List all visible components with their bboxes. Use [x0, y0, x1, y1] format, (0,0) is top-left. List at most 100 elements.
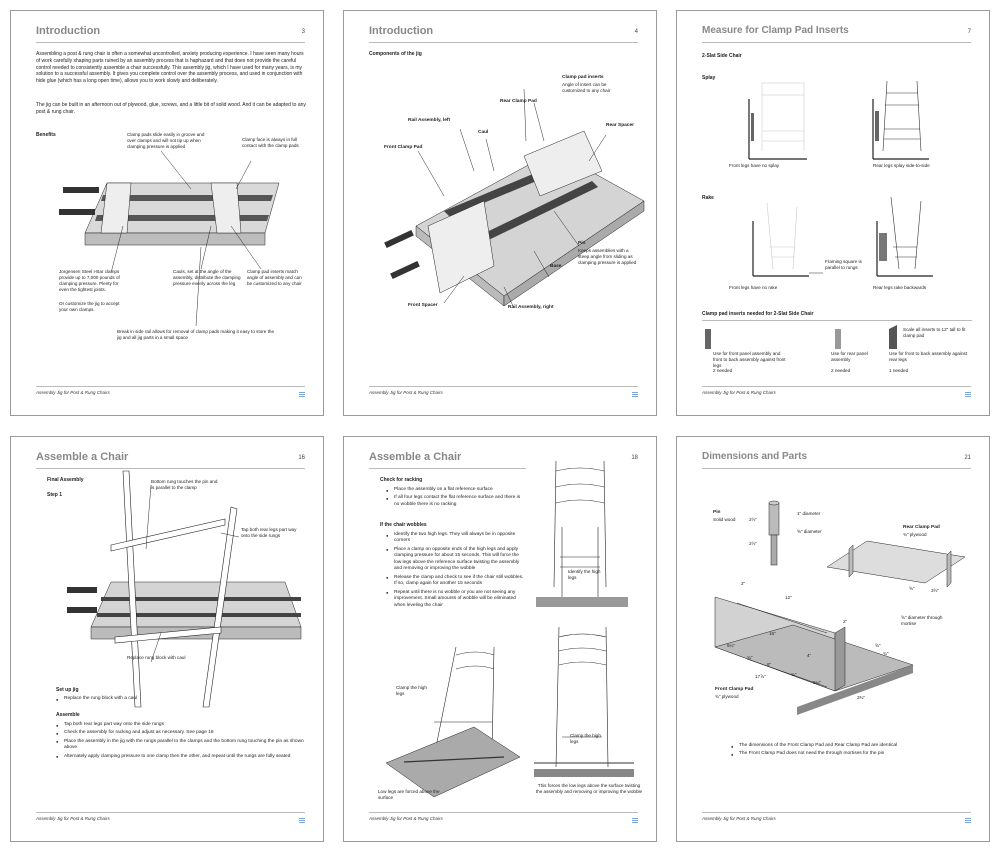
inserts-heading: Clamp pad inserts needed for 2-Slat Side… — [702, 311, 972, 321]
label-clamp-pad-inserts: Clamp pad inserts — [562, 75, 604, 80]
title-divider — [702, 42, 971, 43]
dim-34b: ¾" — [791, 672, 797, 677]
callout-clamps: Jorgensen Steel I-Bar clamps provide up … — [59, 269, 120, 292]
list-item: Alternately apply clamping pressure to o… — [56, 754, 306, 760]
label-pin-desc: Keeps assemblies with a steep angle from… — [578, 248, 637, 265]
wobble-list: Identify the two high legs. They will al… — [386, 532, 526, 611]
page-assemble-18: Assemble a Chair 18 Check for racking Pl… — [343, 436, 657, 842]
list-item: Tap both rear legs part way onto the sid… — [56, 722, 306, 728]
book-icon — [632, 817, 638, 823]
dim-mortise: ⅝" diameter through mortise — [901, 615, 943, 626]
dim-2a: 2" — [741, 581, 746, 586]
list-item: Replace the rung block with a caul — [56, 696, 306, 702]
callout-clamp-face: Clamp face is always in full contact wit… — [242, 137, 299, 148]
book-icon — [299, 817, 305, 823]
setup-heading: Set up jig — [56, 687, 79, 693]
page-title: Assemble a Chair — [36, 451, 129, 463]
dim-6: 6" — [767, 662, 772, 667]
jig-illustration — [59, 150, 280, 327]
dim-rear-b: 3½" — [931, 588, 940, 593]
book-icon — [965, 817, 971, 823]
label-clamp-pad-inserts-desc: Angle of insert can be customized to any… — [562, 82, 611, 93]
dim-pin-top: 1" diameter — [797, 511, 821, 516]
page-number: 7 — [967, 29, 971, 35]
final-assembly-illustration — [67, 470, 302, 708]
intro-paragraph-2: The jig can be built in an afternoon out… — [36, 102, 306, 115]
assemble-list: Tap both rear legs part way onto the sid… — [56, 722, 306, 762]
page-number: 16 — [298, 455, 305, 461]
label-rear-clamp-pad: Rear Clamp Pad — [903, 525, 940, 530]
list-item: Place the assembly in the jig with the r… — [56, 739, 306, 752]
page-introduction-4: Introduction 4 Components of the jig Cla… — [343, 10, 657, 416]
dim-pin-h2: 2½" — [749, 541, 758, 546]
callout-tap-rear-legs: Tap both rear legs part way onto the sid… — [241, 527, 297, 538]
rake-caption-right: Rear legs rake backwards — [873, 285, 927, 290]
label-pin: Pin — [713, 510, 721, 515]
dim-34a: ¾" — [747, 655, 753, 660]
title-divider — [369, 42, 638, 43]
list-item: Check the assembly for racking and adjus… — [56, 730, 306, 736]
page-assemble-16: Assemble a Chair 16 Final Assembly Step … — [10, 436, 324, 842]
jig-components-illustration — [384, 88, 645, 309]
benefits-heading: Benefits — [36, 132, 56, 138]
label-base: Base — [550, 264, 562, 269]
page-introduction-3: Introduction 3 Assembling a post & rung … — [10, 10, 324, 416]
page-footer: Assembly Jig for Post & Rung Chairs — [369, 812, 638, 823]
dim-514b: 5¼" — [813, 680, 822, 685]
list-item: The Front Clamp Pad does not need the th… — [731, 751, 971, 757]
splay-caption-right: Rear legs splay side-to-side — [873, 163, 930, 168]
label-rail-left: Rail Assembly, left — [408, 118, 451, 123]
dim-rear-a: ⅝" — [909, 586, 915, 591]
page-footer: Assembly Jig for Post & Rung Chairs — [369, 386, 638, 397]
list-item: Identify the two high legs. They will al… — [386, 532, 526, 545]
page-footer: Assembly Jig for Post & Rung Chairs — [702, 812, 971, 823]
splay-heading: Splay — [702, 75, 716, 81]
subhead-2-slat: 2-Slat Side Chair — [702, 53, 742, 59]
notes-list: The dimensions of the Front Clamp Pad an… — [731, 743, 971, 760]
page-number: 4 — [634, 29, 638, 35]
page-number: 21 — [964, 455, 971, 461]
dim-pin-h1: 2½" — [749, 517, 758, 522]
callout-customize: Or customize the jig to accept your own … — [59, 301, 120, 312]
label-rear-clamp-pad: Rear Clamp Pad — [500, 99, 537, 104]
insert3-count: 1 needed — [889, 368, 909, 373]
dim-58: ⅝" — [875, 643, 881, 648]
dim-4: 4" — [807, 653, 812, 658]
label-forces-low-legs: This forces the low legs above the surfa… — [535, 783, 643, 794]
page-title: Dimensions and Parts — [702, 451, 808, 462]
dim-334: 3¾" — [857, 695, 866, 700]
title-divider — [369, 468, 526, 469]
label-pin-material: Solid wood — [713, 517, 736, 522]
label-caul: Caul — [478, 130, 489, 135]
step-heading: Step 1 — [47, 492, 63, 498]
page-footer: Assembly Jig for Post & Rung Chairs — [36, 386, 305, 397]
page-title: Introduction — [36, 25, 101, 37]
callout-break: Break in side rail allows for removal of… — [117, 329, 275, 340]
dim-514a: 5¼" — [727, 643, 736, 648]
label-rear-spacer: Rear Spacer — [606, 123, 634, 128]
list-item: Repeat until there is no wobble or you a… — [386, 590, 526, 609]
label-front-clamp-pad: Front Clamp Pad — [384, 145, 423, 150]
dim-34c: ¾" — [883, 651, 889, 656]
racking-heading: Check for racking — [380, 477, 423, 483]
callout-cauls: Cauls, set at the angle of the assembly,… — [173, 269, 241, 286]
title-divider — [36, 42, 305, 43]
setup-list: Replace the rung block with a caul — [56, 696, 306, 704]
label-rail-right: Rail Assembly, right — [508, 305, 554, 310]
rake-caption-left: Front legs have no rake — [729, 285, 778, 290]
insert2-count: 2 needed — [831, 368, 851, 373]
page-number: 3 — [301, 29, 305, 35]
page-title: Introduction — [369, 25, 434, 37]
label-pin: Pin — [578, 241, 586, 246]
dimensions-illustration — [714, 500, 966, 715]
label-low-legs-forced: Low legs are forced above the surface — [378, 789, 440, 800]
label-rear-clamp-pad-material: ¾" plywood — [903, 532, 927, 537]
label-front-clamp-pad-material: ¾" plywood — [715, 694, 739, 699]
insert2-text: Use for rear panel assembly — [831, 351, 868, 362]
dim-2b: 2" — [843, 619, 848, 624]
dim-pin-bottom: ⅝" diameter — [797, 529, 822, 534]
callout-inserts: Clamp pad inserts match angle of assembl… — [247, 269, 302, 286]
components-heading: Components of the jig — [369, 51, 422, 57]
label-clamp-high-legs-left: Clamp the high legs — [396, 685, 427, 696]
dim-1778: 17⅞" — [755, 674, 766, 679]
